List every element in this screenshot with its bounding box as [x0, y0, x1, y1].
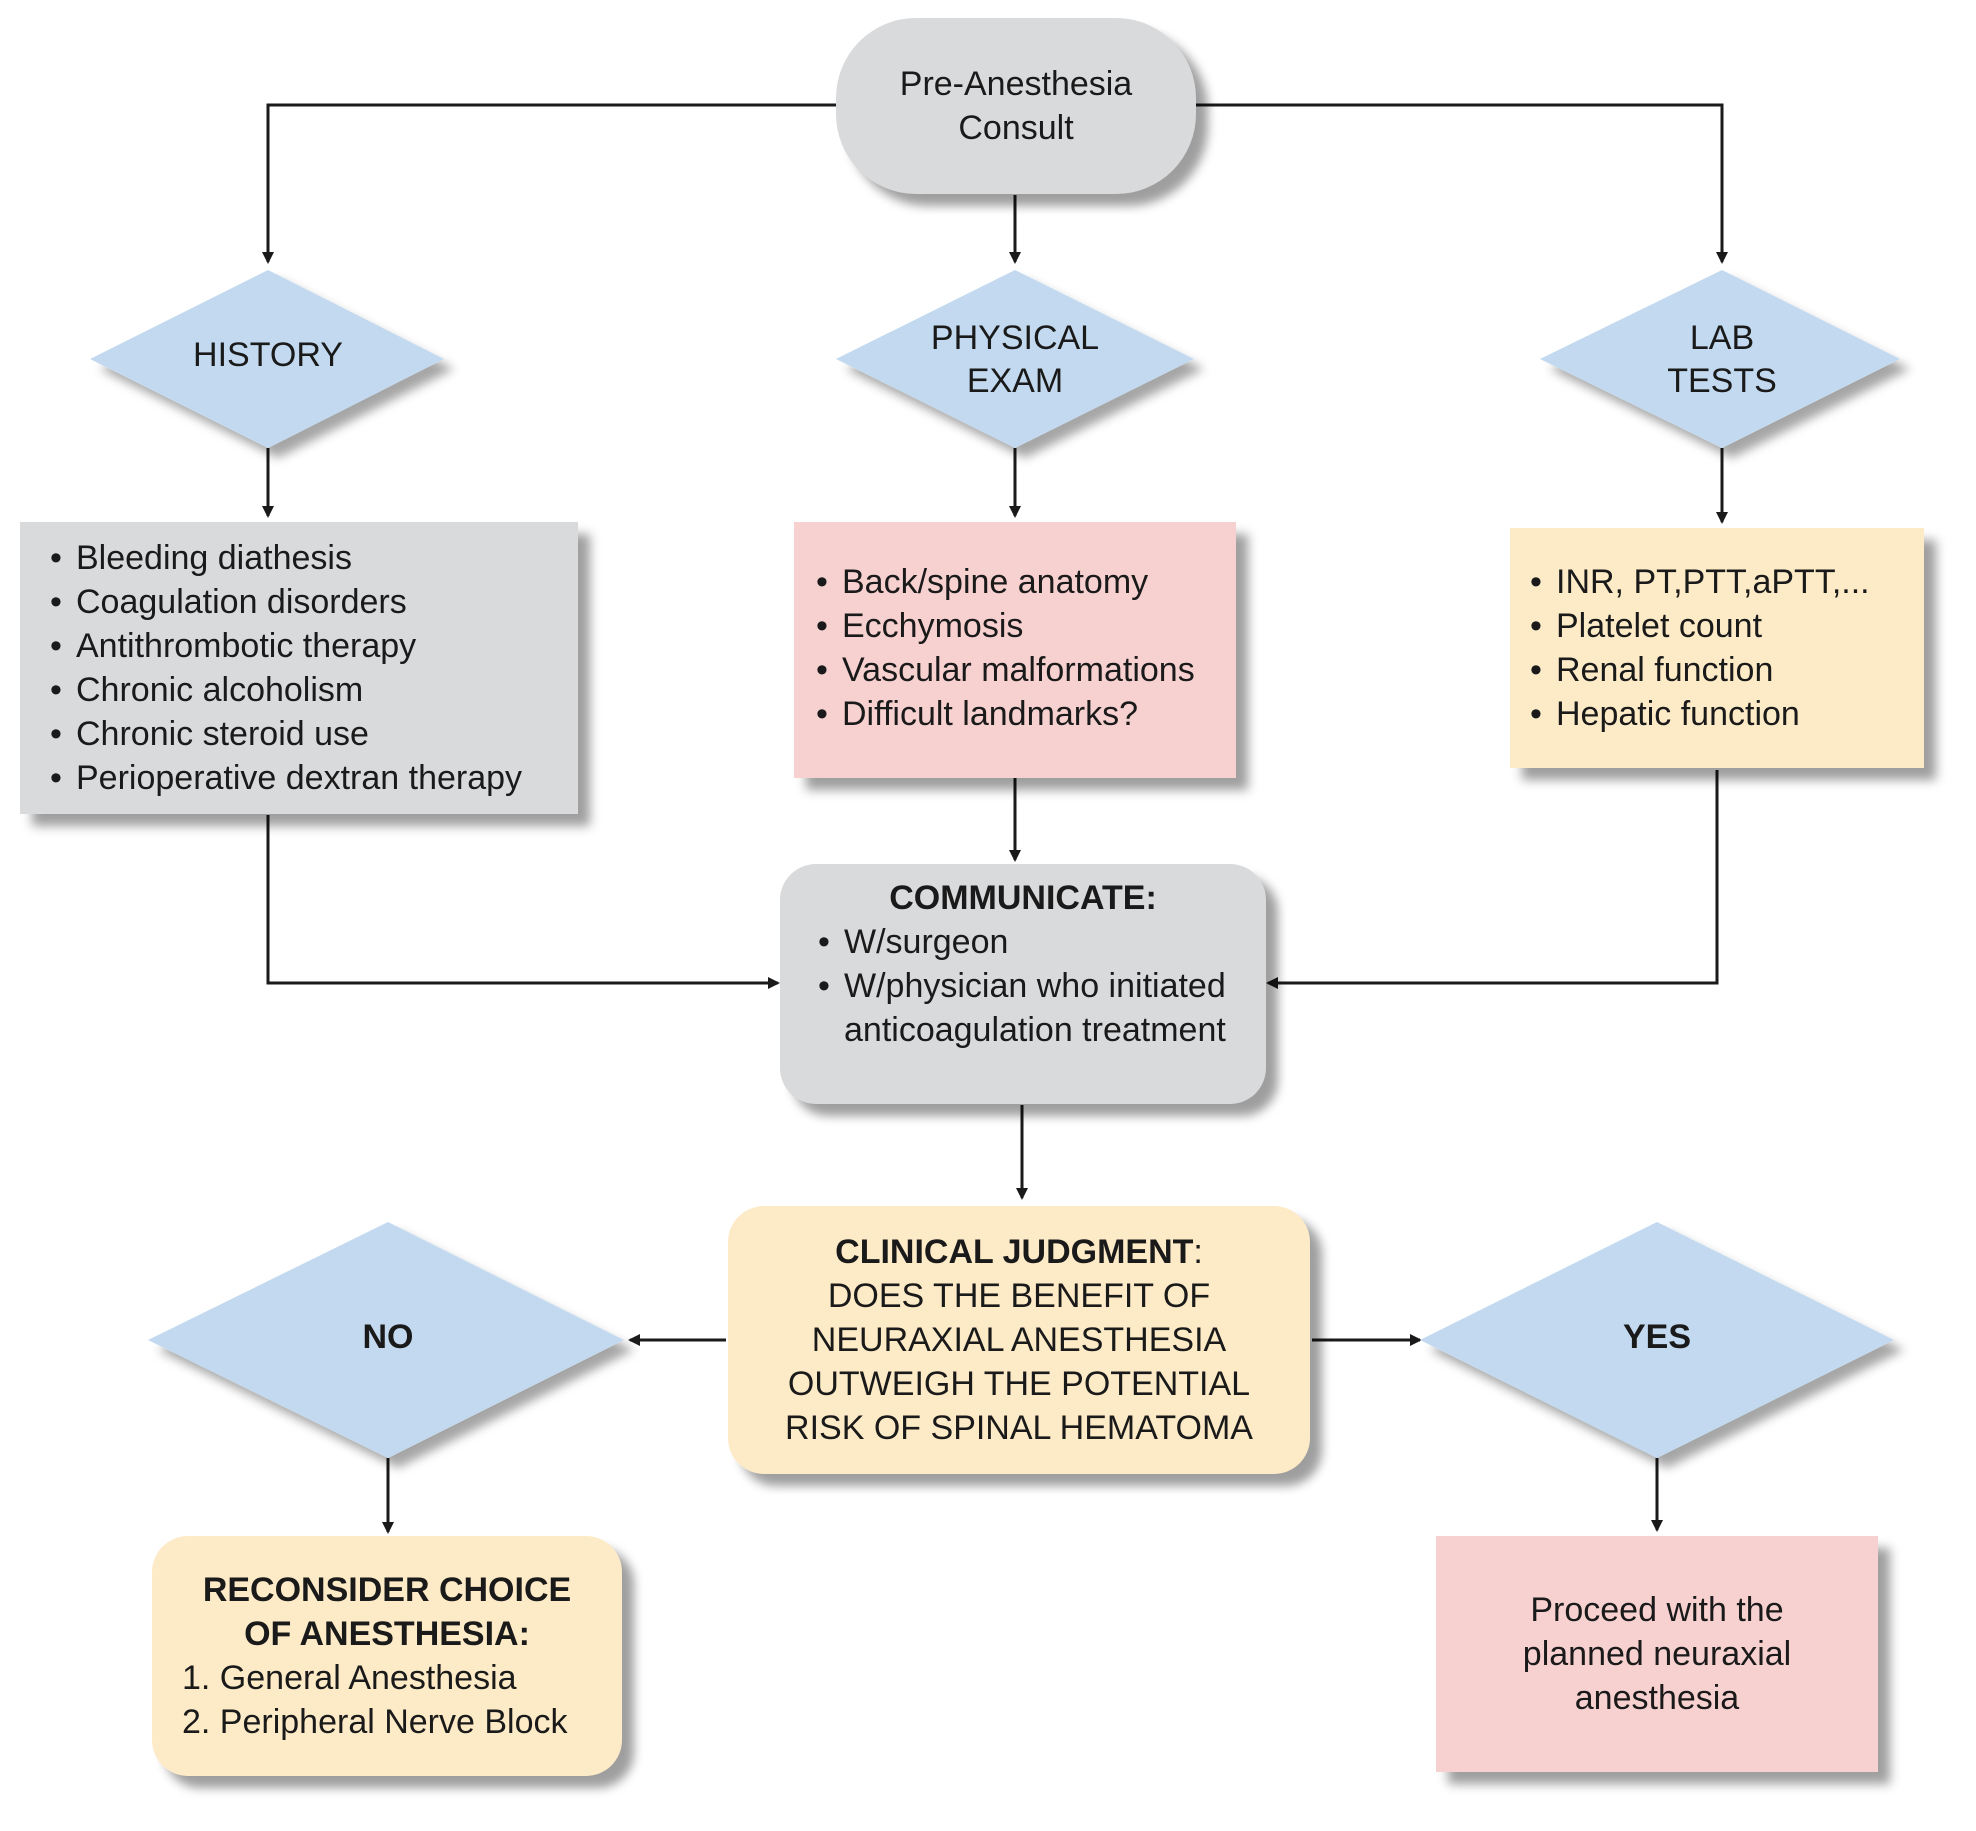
- judgment-title-row: CLINICAL JUDGMENT:: [835, 1230, 1203, 1274]
- lab-tests-list: INR, PT,PTT,aPTT,... Platelet count Rena…: [1528, 560, 1924, 736]
- decision-diamonds: [90, 270, 1900, 1458]
- connector-start-lab: [1196, 103, 1728, 264]
- list-item: Bleeding diathesis: [48, 536, 578, 580]
- connector-history-communicate: [266, 815, 780, 989]
- lab-tests-label-line-1: LAB: [1689, 319, 1755, 357]
- list-item: Back/spine anatomy: [814, 560, 1236, 604]
- list-item: 1. General Anesthesia: [182, 1659, 517, 1697]
- history-list: Bleeding diathesis Coagulation disorders…: [48, 536, 578, 800]
- list-item: W/physician who initiated anticoagulatio…: [816, 964, 1254, 1052]
- list-item: Antithrombotic therapy: [48, 624, 578, 668]
- list-item: INR, PT,PTT,aPTT,...: [1528, 560, 1924, 604]
- list-item: Hepatic function: [1528, 692, 1924, 736]
- pre-anesthesia-consult-node: Pre-Anesthesia Consult: [836, 18, 1196, 194]
- lab-tests-diamond: [1540, 270, 1900, 448]
- start-line-1: Pre-Anesthesia: [899, 65, 1133, 103]
- communicate-list: W/surgeon W/physician who initiated anti…: [816, 920, 1266, 1052]
- no-label: NO: [362, 1318, 414, 1356]
- communicate-box: COMMUNICATE: W/surgeon W/physician who i…: [780, 864, 1266, 1104]
- list-item: Coagulation disorders: [48, 580, 578, 624]
- connector-lab-communicate: [1266, 770, 1719, 989]
- reconsider-title-line-1: RECONSIDER CHOICE: [202, 1571, 572, 1609]
- lab-tests-box: INR, PT,PTT,aPTT,... Platelet count Rena…: [1510, 528, 1924, 768]
- judgment-line-1: DOES THE BENEFIT OF: [827, 1277, 1211, 1315]
- lab-tests-label-line-2: TESTS: [1667, 362, 1777, 400]
- list-item: 2. Peripheral Nerve Block: [182, 1703, 568, 1741]
- physical-exam-diamond: [836, 270, 1194, 448]
- proceed-line-2: planned neuraxial: [1522, 1635, 1792, 1673]
- judgment-line-4: RISK OF SPINAL HEMATOMA: [785, 1409, 1253, 1447]
- physical-exam-label-line-2: EXAM: [966, 362, 1064, 400]
- judgment-line-3: OUTWEIGH THE POTENTIAL: [787, 1365, 1251, 1403]
- reconsider-list: 1. General Anesthesia 2. Peripheral Nerv…: [182, 1656, 622, 1744]
- yes-label: YES: [1622, 1318, 1692, 1356]
- list-item: Ecchymosis: [814, 604, 1236, 648]
- proceed-line-1: Proceed with the: [1530, 1591, 1784, 1629]
- list-item: Chronic steroid use: [48, 712, 578, 756]
- proceed-box: Proceed with the planned neuraxial anest…: [1436, 1536, 1878, 1772]
- history-label: HISTORY: [193, 336, 343, 374]
- connectors: [262, 103, 1728, 1534]
- physical-exam-list: Back/spine anatomy Ecchymosis Vascular m…: [814, 560, 1236, 736]
- reconsider-box: RECONSIDER CHOICE OF ANESTHESIA: 1. Gene…: [152, 1536, 622, 1776]
- history-diamond: [90, 270, 444, 448]
- list-item: W/surgeon: [816, 920, 1266, 964]
- judgment-line-2: NEURAXIAL ANESTHESIA: [811, 1321, 1227, 1359]
- communicate-title: COMMUNICATE:: [889, 879, 1157, 917]
- list-item: Difficult landmarks?: [814, 692, 1236, 736]
- list-item: Chronic alcoholism: [48, 668, 578, 712]
- list-item: Perioperative dextran therapy: [48, 756, 578, 800]
- connector-start-history: [262, 103, 836, 264]
- list-item: Platelet count: [1528, 604, 1924, 648]
- list-item: Vascular malformations: [814, 648, 1236, 692]
- physical-exam-box: Back/spine anatomy Ecchymosis Vascular m…: [794, 522, 1236, 778]
- start-line-2: Consult: [958, 109, 1074, 147]
- yes-diamond: [1420, 1222, 1894, 1458]
- history-box: Bleeding diathesis Coagulation disorders…: [20, 522, 578, 814]
- proceed-line-3: anesthesia: [1574, 1679, 1740, 1717]
- reconsider-title-line-2: OF ANESTHESIA:: [244, 1615, 530, 1653]
- list-item: Renal function: [1528, 648, 1924, 692]
- no-diamond: [148, 1222, 624, 1458]
- physical-exam-label-line-1: PHYSICAL: [930, 319, 1100, 357]
- judgment-title-suffix: :: [1193, 1233, 1203, 1271]
- judgment-title: CLINICAL JUDGMENT: [835, 1233, 1194, 1271]
- clinical-judgment-box: CLINICAL JUDGMENT: DOES THE BENEFIT OF N…: [728, 1206, 1310, 1474]
